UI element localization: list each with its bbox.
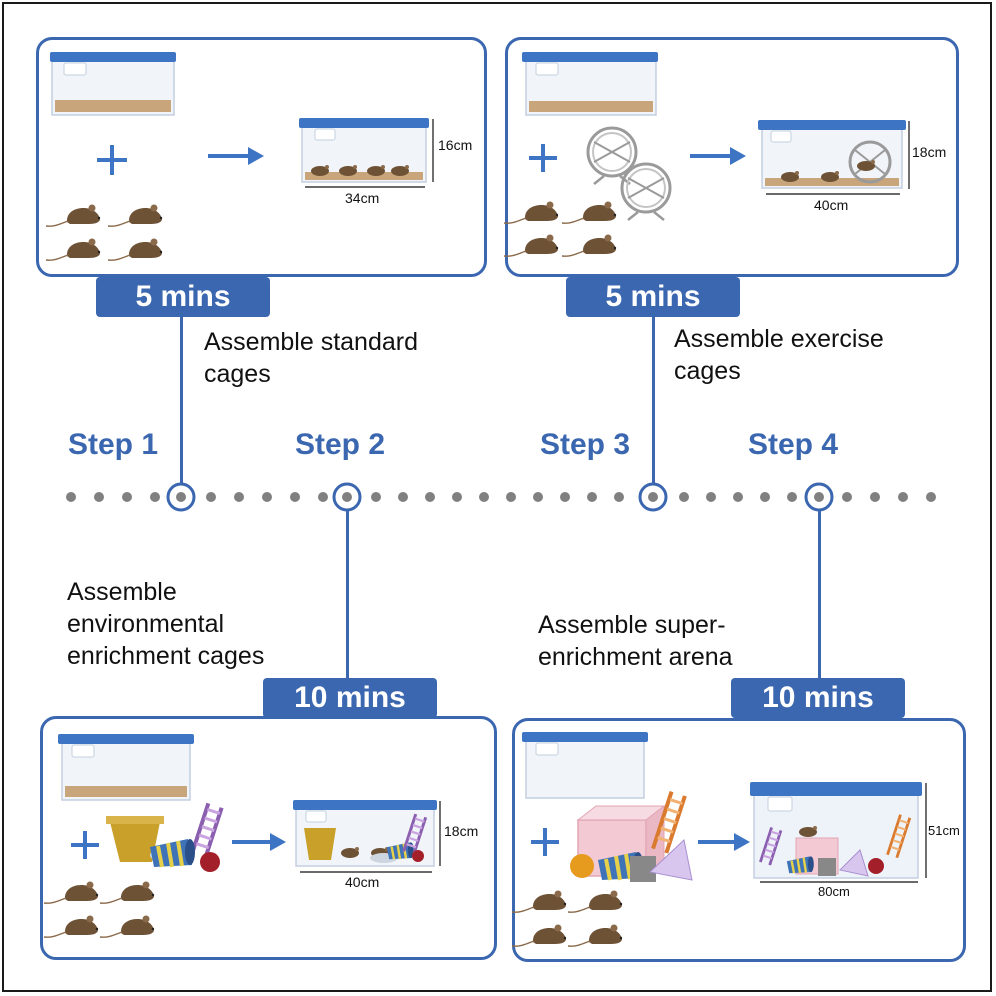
step-label-4: Step 4: [748, 428, 839, 461]
duration-tag-step-3: 5 mins: [566, 277, 740, 317]
flower-pot-icon: [106, 816, 164, 862]
timeline-dots: [66, 492, 936, 502]
cage-icon: [58, 734, 194, 801]
plus-icon: [71, 831, 99, 859]
cage-height-step-4: 51cm: [928, 823, 960, 838]
cage-icon: [299, 118, 429, 183]
cage-icon: [50, 52, 176, 116]
running-wheel-icon: [848, 140, 892, 184]
description-step-1-line1: Assemble standard: [204, 328, 419, 356]
cage-height-step-3: 18cm: [912, 144, 946, 160]
duration-tag-step-1: 5 mins: [96, 277, 270, 317]
cage-height-step-1: 16cm: [438, 137, 472, 153]
cup-icon: [630, 856, 656, 882]
cone-icon: [648, 839, 693, 881]
description-step-1: Assemble standard cages: [204, 326, 418, 390]
cage-icon: [293, 800, 437, 867]
plus-icon: [529, 144, 557, 172]
description-step-3-line1: Assemble exercise: [674, 325, 884, 353]
connector-step-4: [818, 511, 821, 683]
arrow-right-icon: [690, 147, 746, 165]
step-label-3: Step 3: [540, 428, 631, 461]
description-step-1-line2: cages: [204, 360, 271, 388]
arrow-right-icon: [698, 833, 750, 851]
arrow-right-icon: [232, 833, 286, 851]
cage-icon: [522, 732, 648, 799]
plus-icon: [97, 145, 127, 175]
description-step-4: Assemble super- enrichment arena: [538, 609, 733, 673]
description-step-2-line2: environmental: [67, 610, 225, 638]
arrow-right-icon: [208, 147, 264, 165]
ball-icon: [570, 854, 594, 878]
mouse-icon: [503, 200, 617, 257]
cage-width-step-2: 40cm: [345, 874, 379, 890]
mouse-icon: [45, 203, 163, 261]
cage-icon: [758, 120, 906, 189]
description-step-4-line2: enrichment arena: [538, 643, 733, 671]
cage-icon: [522, 52, 658, 116]
duration-tag-step-4: 10 mins: [731, 678, 905, 718]
tunnel-icon: [148, 837, 197, 869]
dimension-lines: [760, 783, 927, 883]
description-step-3-line2: cages: [674, 357, 741, 385]
ball-icon: [200, 852, 220, 872]
mouse-icon: [43, 880, 155, 938]
ladder-icon: [188, 801, 226, 860]
dimension-lines: [300, 801, 441, 873]
step-label-2: Step 2: [295, 428, 386, 461]
cage-width-step-3: 40cm: [814, 197, 848, 213]
description-step-3: Assemble exercise cages: [674, 323, 884, 387]
connector-step-3: [652, 315, 655, 483]
dimension-lines: [305, 119, 434, 188]
description-step-2: Assemble environmental enrichment cages: [67, 576, 264, 672]
cage-icon: [750, 782, 922, 879]
plus-icon: [531, 828, 559, 856]
description-step-4-line1: Assemble super-: [538, 611, 726, 639]
connector-step-1: [180, 315, 183, 483]
step-label-1: Step 1: [68, 428, 159, 461]
description-step-2-line1: Assemble: [67, 578, 177, 606]
cage-width-step-4: 80cm: [818, 884, 850, 899]
duration-tag-step-2: 10 mins: [263, 678, 437, 718]
cage-height-step-2: 18cm: [444, 823, 478, 839]
connector-step-2: [346, 511, 349, 683]
timeline-markers: [166, 482, 834, 512]
mouse-icon: [511, 889, 623, 947]
cage-width-step-1: 34cm: [345, 190, 379, 206]
dimension-lines: [766, 121, 910, 195]
description-step-2-line3: enrichment cages: [67, 642, 265, 670]
